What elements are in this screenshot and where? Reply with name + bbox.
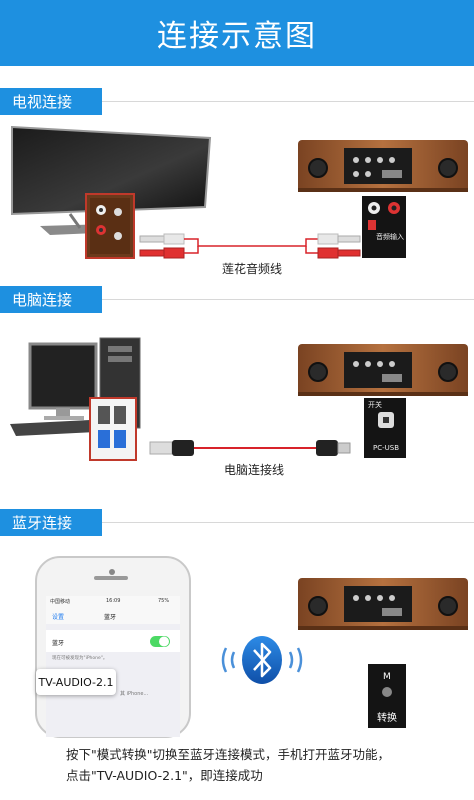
phone-other-row: 其 iPhone... bbox=[120, 691, 149, 697]
instructions: 按下"模式转换"切换至蓝牙连接模式，手机打开蓝牙功能， 点击"TV-AUDIO-… bbox=[66, 744, 390, 786]
phone-battery: 75% bbox=[158, 598, 170, 604]
section-tag-tv-label: 电视连接 bbox=[12, 93, 73, 111]
section-tag-bt: 蓝牙连接 bbox=[0, 509, 102, 536]
phone-carrier: 中国移动 bbox=[50, 599, 71, 605]
speaker-3 bbox=[298, 578, 468, 630]
mode-button-closeup bbox=[368, 664, 406, 728]
section-tag-pc-label: 电脑连接 bbox=[12, 291, 73, 309]
phone-nav-title: 蓝牙 bbox=[104, 614, 117, 621]
caption-rca: 莲花音频线 bbox=[222, 262, 283, 276]
usb-cable bbox=[149, 440, 351, 456]
mode-switch-label: 转换 bbox=[377, 713, 397, 724]
phone-back-link[interactable]: 设置 bbox=[52, 614, 65, 621]
bt-device-name: TV-AUDIO-2.1 bbox=[38, 675, 114, 689]
section-tag-tv: 电视连接 bbox=[0, 88, 102, 115]
phone-bt-hint: 现在可被发现为"iPhone"。 bbox=[52, 656, 108, 661]
audio-input-label: 音频输入 bbox=[376, 233, 404, 241]
speaker-2 bbox=[298, 344, 468, 396]
tv-port-closeup bbox=[85, 193, 135, 259]
bluetooth-icon bbox=[221, 636, 303, 684]
caption-usb: 电脑连接线 bbox=[224, 463, 285, 477]
page-title: 连接示意图 bbox=[157, 19, 317, 54]
section-tag-pc: 电脑连接 bbox=[0, 286, 102, 313]
rca-cable bbox=[139, 233, 361, 259]
section-tag-bt-label: 蓝牙连接 bbox=[12, 514, 73, 532]
pc-usb-label: PC-USB bbox=[373, 444, 400, 452]
phone-bt-row: 蓝牙 bbox=[52, 640, 65, 647]
divider bbox=[102, 299, 474, 300]
phone-time: 16:09 bbox=[106, 598, 121, 604]
instructions-line-1: 按下"模式转换"切换至蓝牙连接模式，手机打开蓝牙功能， bbox=[66, 747, 391, 762]
phone-illustration bbox=[35, 556, 191, 738]
speaker-1 bbox=[298, 140, 468, 192]
bt-device-button[interactable]: TV-AUDIO-2.1 bbox=[36, 669, 116, 695]
pc-usb-closeup bbox=[89, 397, 137, 461]
speaker-2-port-closeup bbox=[364, 398, 406, 458]
divider bbox=[102, 522, 474, 523]
speaker-1-port-closeup bbox=[362, 196, 406, 258]
divider bbox=[102, 101, 474, 102]
mode-m-label: M bbox=[383, 672, 391, 682]
instructions-line-2: 点击"TV-AUDIO-2.1"，即连接成功 bbox=[66, 768, 263, 783]
page-header: 连接示意图 bbox=[0, 0, 474, 66]
switch-label: 开关 bbox=[368, 401, 382, 409]
